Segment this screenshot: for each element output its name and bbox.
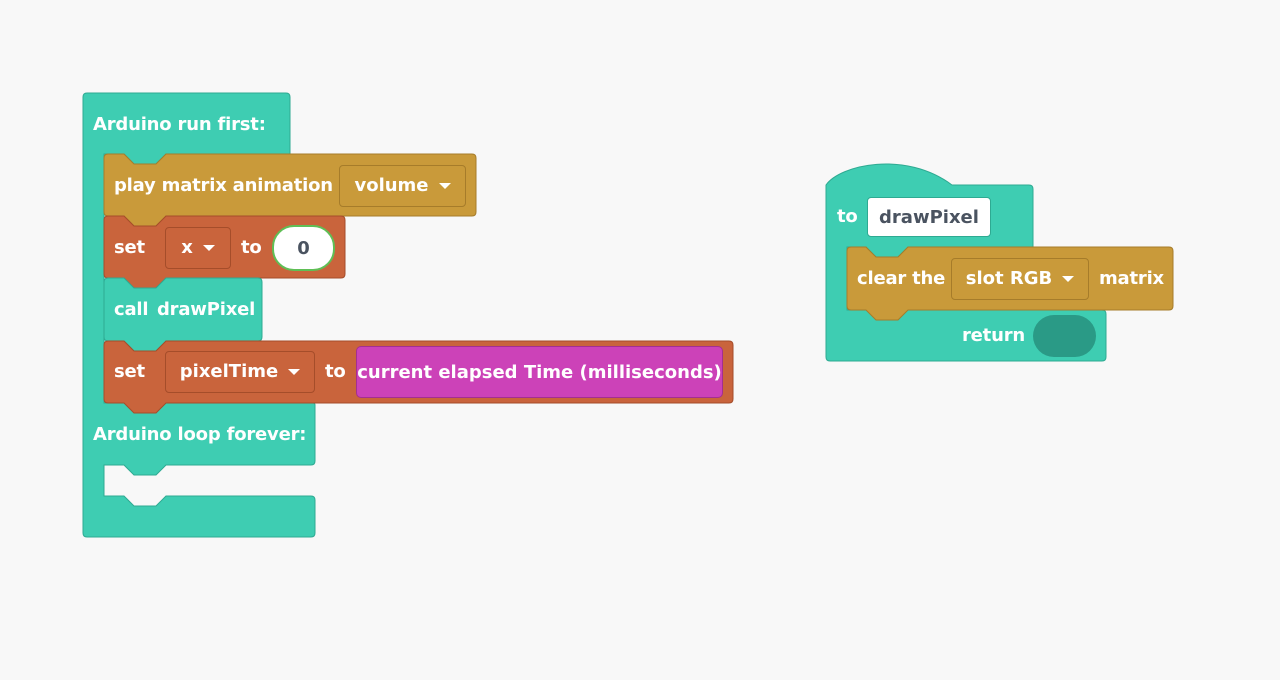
number-input[interactable]: 0 [272, 225, 335, 271]
arduino-main-block[interactable] [82, 92, 316, 538]
return-value-slot[interactable] [1033, 315, 1096, 357]
caret-down-icon [438, 183, 451, 189]
return-label: return [962, 325, 1025, 346]
variable-x-dropdown[interactable]: x [165, 227, 231, 269]
set-pixeltime-label: set [114, 361, 145, 382]
slot-dropdown-value: slot RGB [965, 268, 1053, 289]
slot-dropdown[interactable]: slot RGB [951, 258, 1089, 300]
function-name-input[interactable]: drawPixel [867, 197, 991, 237]
set-pixeltime-to-label: to [325, 361, 346, 382]
play-matrix-label: play matrix animation [114, 175, 333, 196]
caret-down-icon [1062, 276, 1075, 282]
caret-down-icon [288, 369, 301, 375]
variable-x-value: x [181, 237, 193, 258]
matrix-label: matrix [1099, 268, 1164, 289]
loop-forever-header: Arduino loop forever: [93, 424, 307, 445]
elapsed-time-reporter[interactable]: current elapsed Time (milliseconds) [356, 346, 723, 398]
variable-pixeltime-value: pixelTime [179, 361, 279, 382]
call-label: call [114, 299, 149, 320]
clear-the-label: clear the [857, 268, 946, 289]
run-first-header: Arduino run first: [93, 114, 266, 135]
set-x-to-label: to [241, 237, 262, 258]
set-x-label: set [114, 237, 145, 258]
animation-dropdown[interactable]: volume [339, 165, 466, 207]
animation-dropdown-value: volume [354, 175, 429, 196]
call-function-name: drawPixel [157, 299, 256, 320]
caret-down-icon [202, 245, 215, 251]
variable-pixeltime-dropdown[interactable]: pixelTime [165, 351, 315, 393]
function-to-label: to [837, 206, 858, 227]
